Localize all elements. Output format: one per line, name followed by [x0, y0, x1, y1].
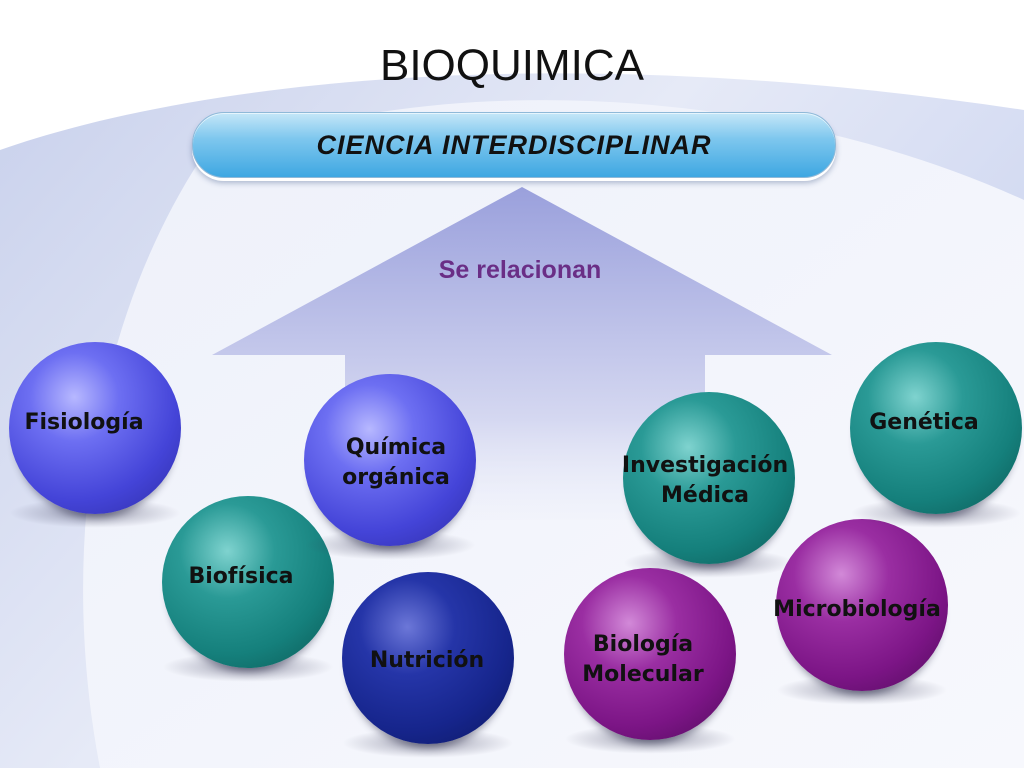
sphere-label-line: Molecular: [582, 662, 704, 687]
sphere-fisiologia: [9, 342, 181, 514]
sphere-label-microbiologia: Microbiología: [747, 595, 967, 625]
sphere-label-genetica: Genética: [814, 408, 1024, 438]
sphere-biofisica: [162, 496, 334, 668]
page-title: BIOQUIMICA: [379, 41, 645, 90]
sphere-quimica-organica: [304, 374, 476, 546]
sphere-label-line: Investigación: [621, 453, 789, 478]
sphere-microbiologia: [776, 519, 948, 691]
sphere-label-fisiologia: Fisiología: [0, 408, 194, 438]
sphere-label-biofisica: Biofísica: [131, 562, 351, 592]
sphere-label-line: orgánica: [342, 465, 450, 490]
sphere-label-line: Fisiología: [24, 410, 144, 435]
banner-ciencia-interdisciplinar: CIENCIA INTERDISCIPLINAR: [192, 112, 836, 178]
sphere-genetica: [850, 342, 1022, 514]
sphere-biologia-molecular: [564, 568, 736, 740]
banner-label: CIENCIA INTERDISCIPLINAR: [316, 130, 712, 160]
relation-label: Se relacionan: [438, 256, 602, 284]
sphere-label-nutricion: Nutrición: [317, 646, 537, 676]
sphere-label-quimica-organica: Química orgánica: [286, 433, 506, 493]
sphere-label-line: Biofísica: [188, 564, 294, 589]
sphere-label-line: Médica: [661, 483, 749, 508]
sphere-nutricion: [342, 572, 514, 744]
sphere-label-line: Biología: [592, 632, 694, 657]
sphere-investigacion-medica: [623, 392, 795, 564]
sphere-label-line: Genética: [869, 410, 979, 435]
sphere-label-line: Nutrición: [369, 648, 485, 673]
sphere-label-line: Química: [345, 435, 447, 460]
sphere-label-line: Microbiología: [773, 597, 941, 622]
